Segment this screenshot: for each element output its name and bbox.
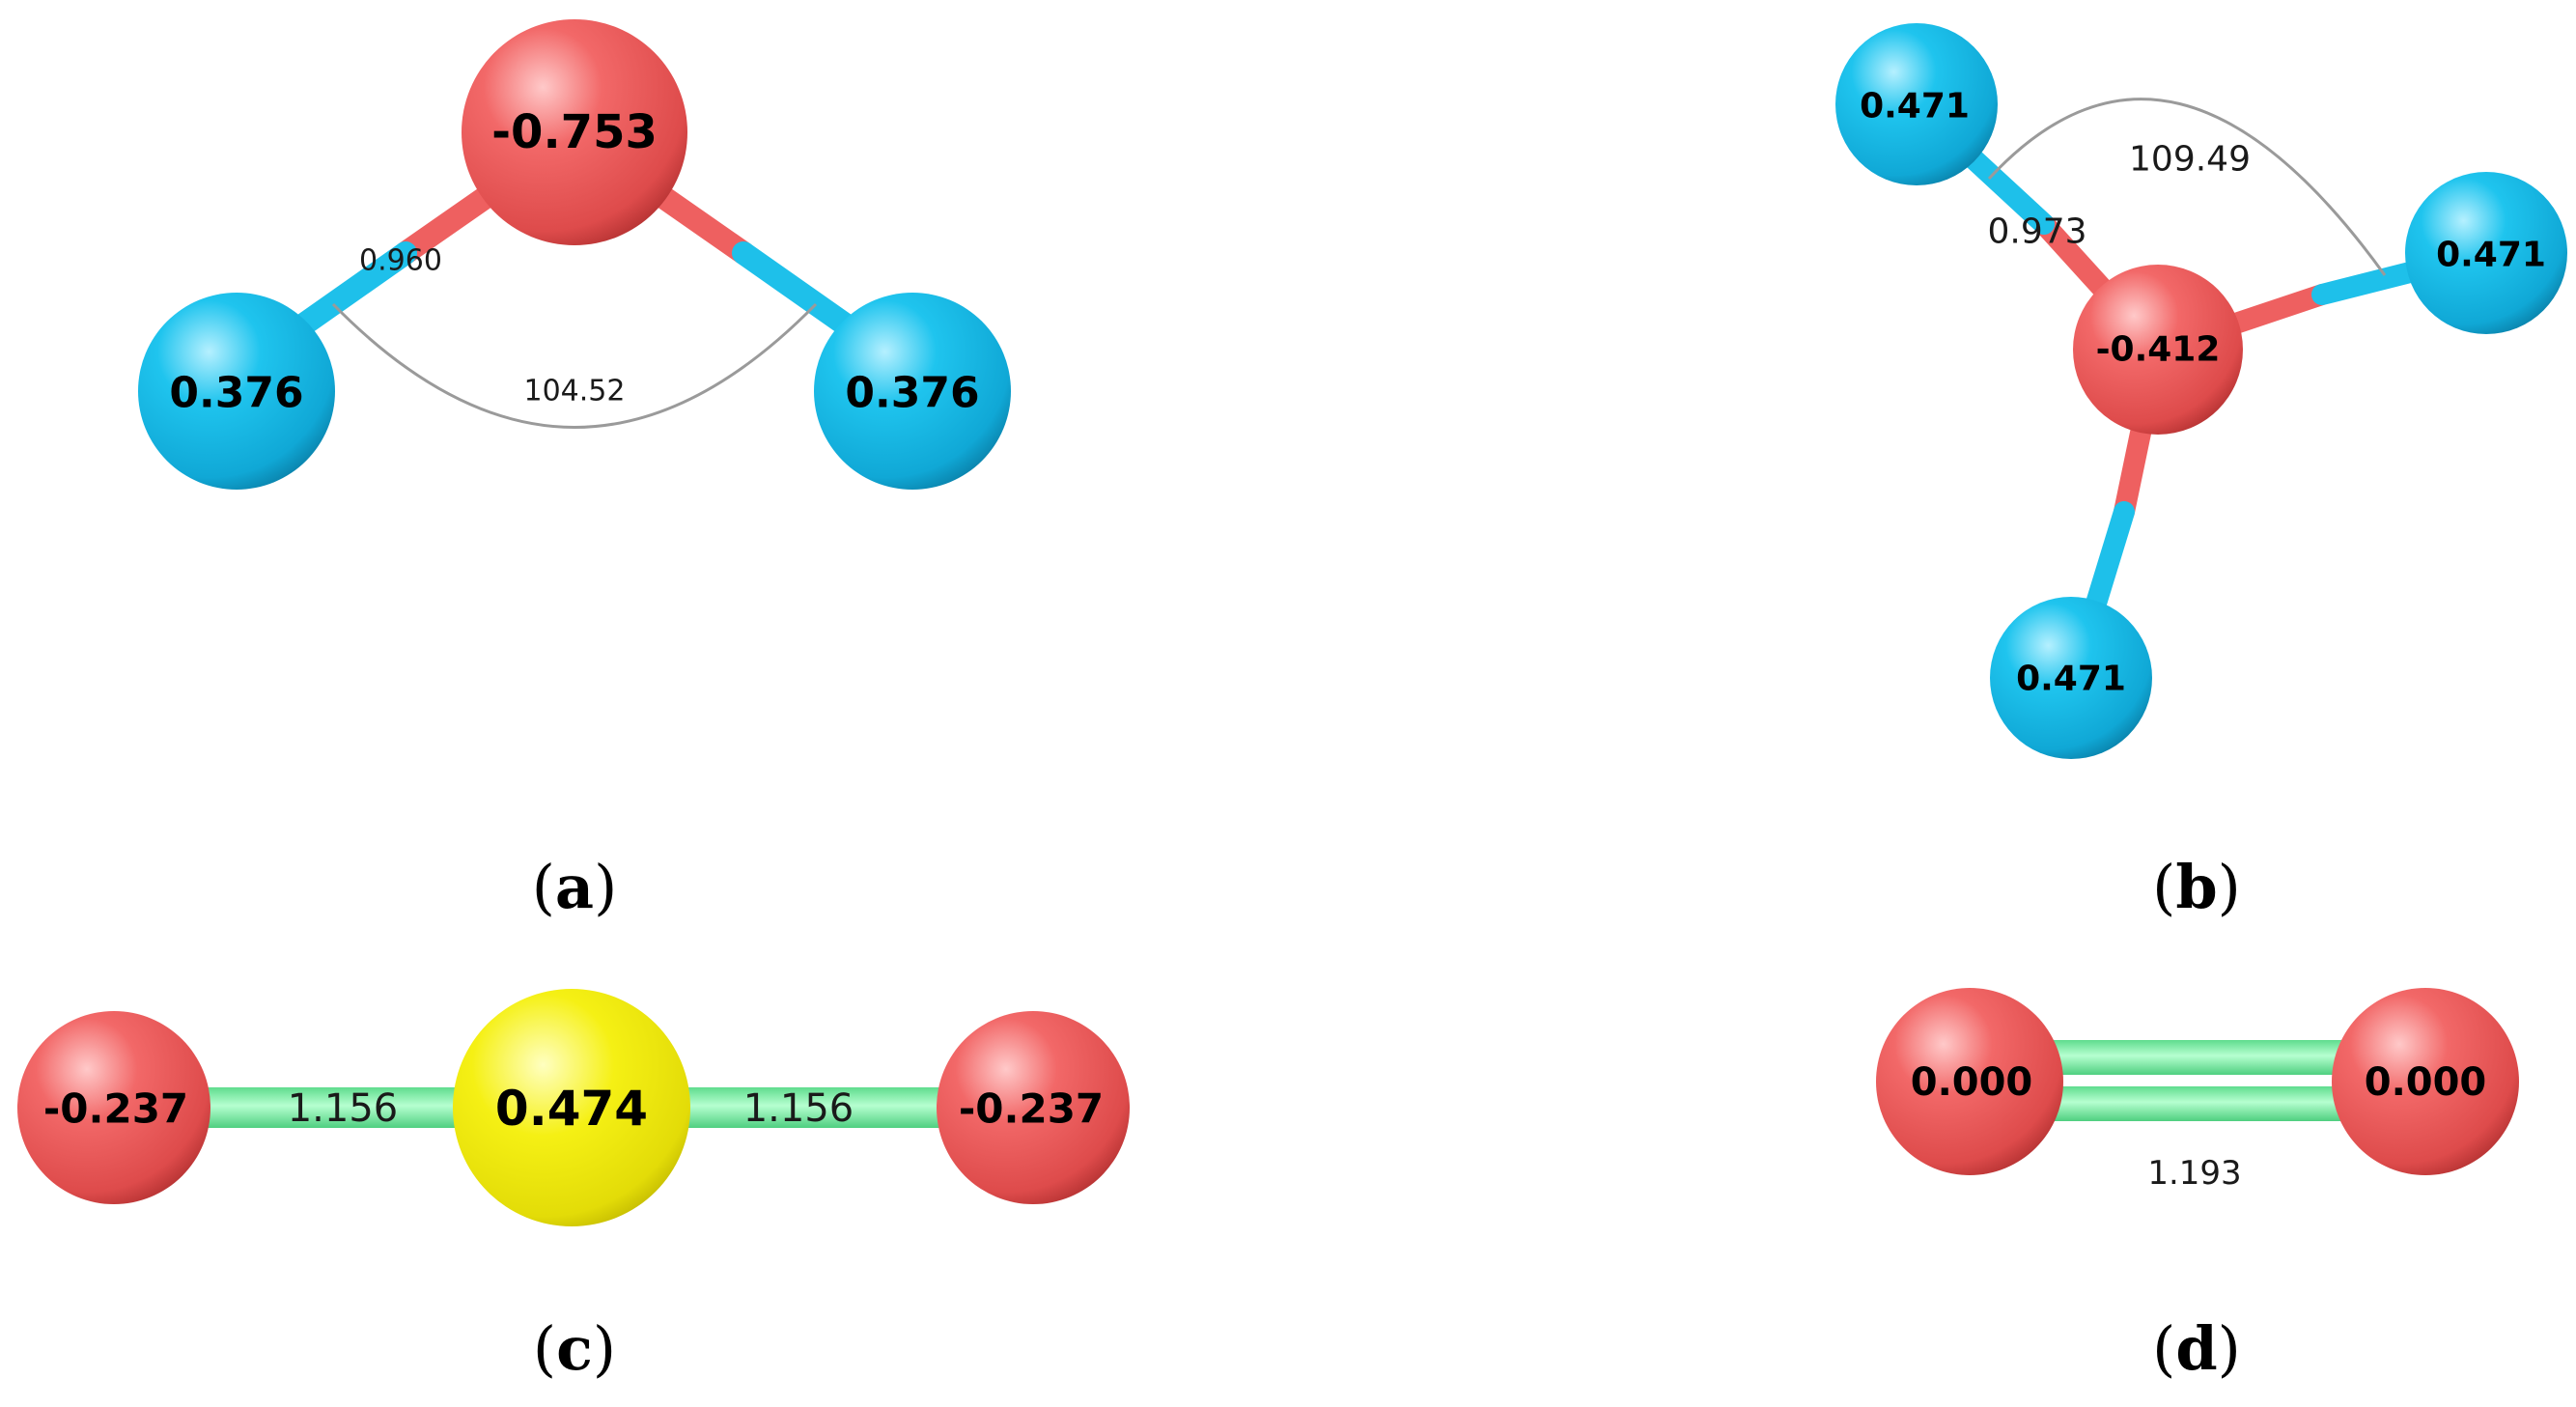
panel-label-c: (c) (533, 1313, 616, 1384)
charge-h-right: 0.376 (845, 369, 979, 418)
charge-h-right: 0.471 (2436, 236, 2546, 275)
hydrogen-atom-right (2405, 172, 2567, 334)
oxygen-atom (462, 19, 687, 245)
bond-length-label: 1.193 (2147, 1154, 2241, 1193)
charge-oxygen: -0.753 (491, 105, 658, 159)
bond-left (164, 1087, 483, 1128)
oxygen-atom-left (1876, 988, 2063, 1175)
hydrogen-atom-bottom (1990, 597, 2152, 759)
panel-a: -0.753 0.376 0.376 0.960 104.52 (a) (138, 19, 1011, 922)
bond-right (666, 1087, 985, 1128)
charge-o-left: -0.237 (43, 1085, 188, 1133)
charge-center: 0.474 (495, 1081, 648, 1137)
charge-h-top: 0.471 (1860, 87, 1970, 127)
bond-upper (2008, 1040, 2366, 1075)
panel-b: -0.412 0.471 0.471 0.471 0.973 109.49 (b… (1835, 23, 2567, 922)
angle-arc (1987, 98, 2387, 276)
bond-length-left: 1.156 (288, 1086, 399, 1131)
bond-length-right: 1.156 (743, 1086, 854, 1131)
hydrogen-atom-left (138, 293, 335, 490)
charge-oxygen: -0.412 (2096, 330, 2221, 370)
charge-h-bottom: 0.471 (2016, 660, 2126, 699)
charge-o-right: -0.237 (959, 1085, 1104, 1133)
sulfur-atom (453, 989, 690, 1226)
charge-o-left: 0.000 (1911, 1060, 2033, 1105)
bond-length-label: 0.973 (1987, 212, 2086, 252)
bond-lower (2008, 1086, 2366, 1121)
angle-label: 104.52 (524, 375, 626, 408)
angle-label: 109.49 (2129, 140, 2251, 180)
charge-o-right: 0.000 (2365, 1060, 2487, 1105)
panel-label-a: (a) (532, 852, 618, 922)
panel-label-b: (b) (2152, 852, 2241, 922)
oxygen-atom-left (17, 1011, 210, 1204)
oxygen-atom-right (937, 1011, 1130, 1204)
oxygen-atom-right (2332, 988, 2519, 1175)
panel-c: -0.237 0.474 -0.237 1.156 1.156 (c) (17, 989, 1130, 1384)
angle-arc (331, 302, 818, 429)
bond-length-label: 0.960 (359, 244, 442, 278)
panel-label-d: (d) (2152, 1313, 2241, 1384)
hydrogen-atom-right (814, 293, 1011, 490)
oxygen-atom (2073, 265, 2243, 435)
charge-h-left: 0.376 (169, 369, 303, 418)
panel-d: 0.000 0.000 1.193 (d) (1876, 988, 2519, 1384)
hydrogen-atom-top (1835, 23, 1998, 185)
